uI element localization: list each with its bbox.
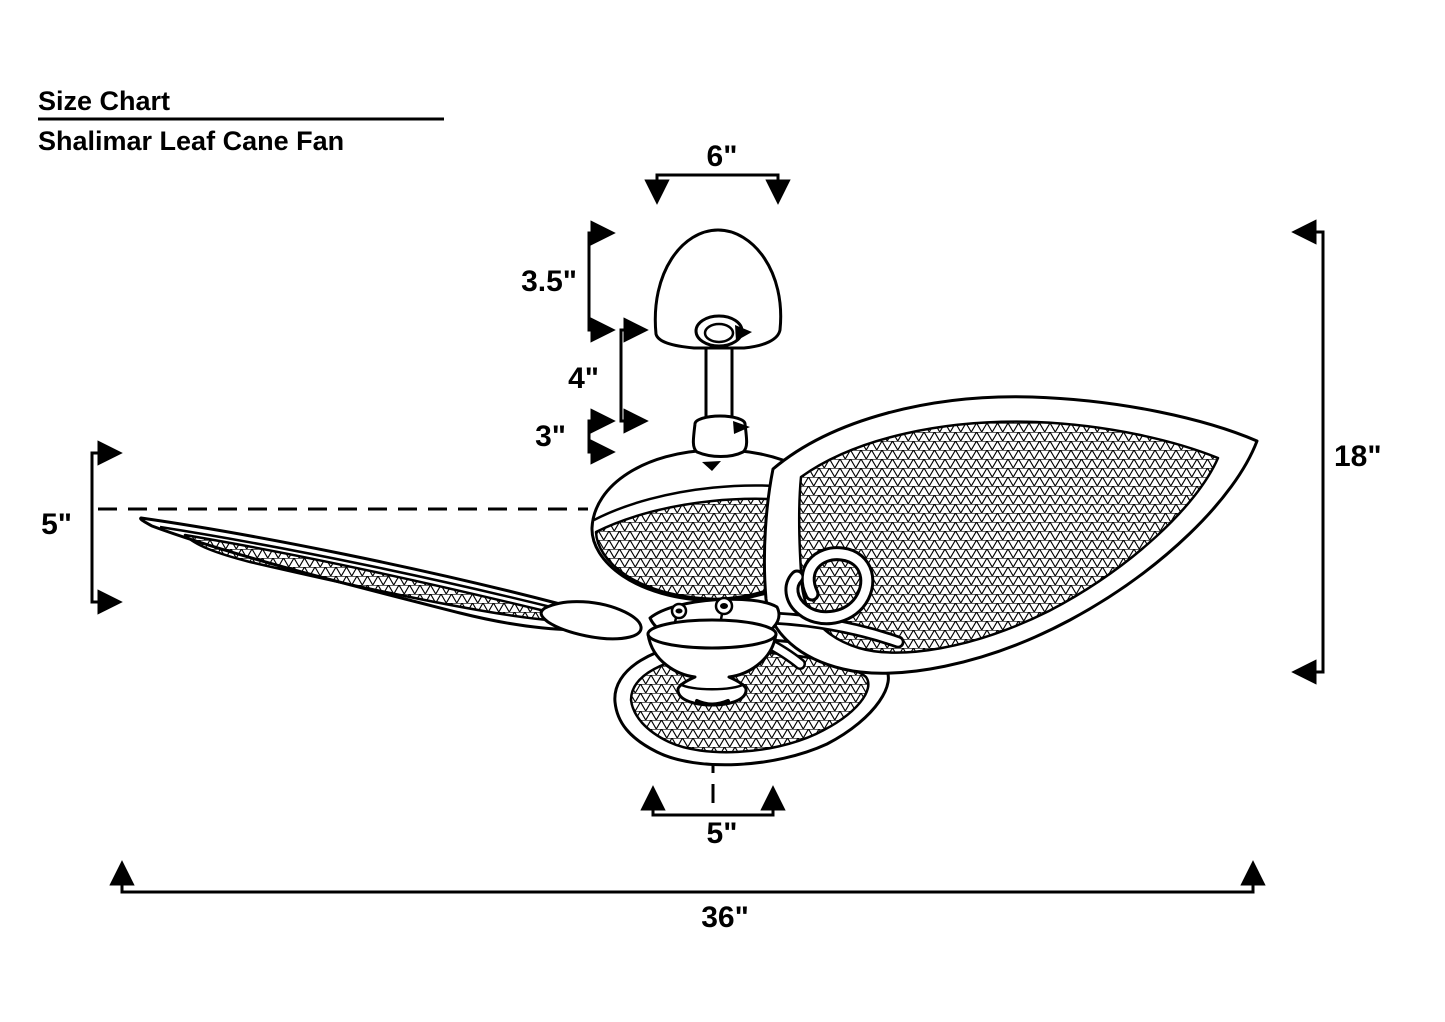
- dim-coupling-height: 3": [535, 408, 616, 465]
- collar-set-screw-mark: [735, 325, 752, 341]
- cap-screw-left-center: [675, 608, 683, 614]
- dim-canopy-width-label: 6": [707, 140, 738, 173]
- dim-blade-sweep: 36": [109, 860, 1266, 934]
- dim-downrod-length-label: 4": [568, 362, 599, 395]
- dim-coupling-height-label: 3": [535, 420, 566, 453]
- mounting-assembly: [653, 228, 783, 458]
- dim-overall-height-label: 18": [1334, 440, 1382, 473]
- dim-light-housing-width-label: 5": [707, 817, 738, 850]
- dim-blade-rise-label: 5": [41, 508, 72, 541]
- dim-canopy-height-bracket: [587, 220, 616, 343]
- dim-blade-sweep-label: 36": [701, 901, 749, 934]
- light-cup-rim-line: [679, 682, 745, 691]
- page-title: Size Chart: [38, 86, 170, 116]
- dim-downrod-length-bracket: [619, 317, 649, 434]
- page-subtitle: Shalimar Leaf Cane Fan: [38, 126, 344, 156]
- light-bowl-rim: [646, 618, 778, 650]
- dim-canopy-height-label: 3.5": [521, 265, 577, 298]
- dim-downrod-length: 4": [568, 317, 649, 434]
- dimension-annotations: 6" 3.5" 4" 3" 5" 18" 5" 36": [41, 140, 1382, 934]
- canopy-collar-inner-ring: [703, 322, 735, 344]
- left-blade-rim-line: [159, 525, 556, 610]
- coupling-body: [691, 423, 749, 458]
- cap-screw-right-center: [720, 603, 728, 609]
- dim-blade-sweep-bracket: [109, 860, 1266, 894]
- dim-canopy-height: 3.5": [521, 220, 616, 343]
- dim-overall-height: 18": [1291, 219, 1382, 685]
- dim-canopy-width-bracket: [644, 173, 791, 205]
- right-blade-cane-panel: [797, 420, 1220, 654]
- dim-blade-rise-bracket: [90, 440, 123, 615]
- dim-light-housing-width: 5": [640, 785, 786, 850]
- dim-coupling-height-bracket: [587, 408, 616, 465]
- left-blade-holder-loop: [539, 600, 643, 641]
- downrod: [704, 338, 734, 424]
- title-block: Size Chart Shalimar Leaf Cane Fan: [38, 86, 444, 156]
- dim-canopy-width: 6": [644, 140, 791, 205]
- motor-set-screw-mark: [702, 461, 721, 471]
- scroll-iron: [787, 549, 872, 623]
- left-blade-cane-panel: [183, 533, 559, 622]
- right-cane-blade: [762, 395, 1259, 675]
- ceiling-canopy: [653, 228, 783, 350]
- dim-light-housing-width-bracket: [640, 785, 786, 817]
- light-cup-bottom-shadow: [695, 699, 730, 707]
- left-cane-blade: [139, 516, 643, 641]
- fan-illustration: [98, 228, 1259, 816]
- coupling-set-screw-mark: [733, 421, 750, 434]
- dim-overall-height-bracket: [1291, 219, 1325, 685]
- dim-blade-rise: 5": [41, 440, 123, 615]
- light-housing: [646, 618, 778, 707]
